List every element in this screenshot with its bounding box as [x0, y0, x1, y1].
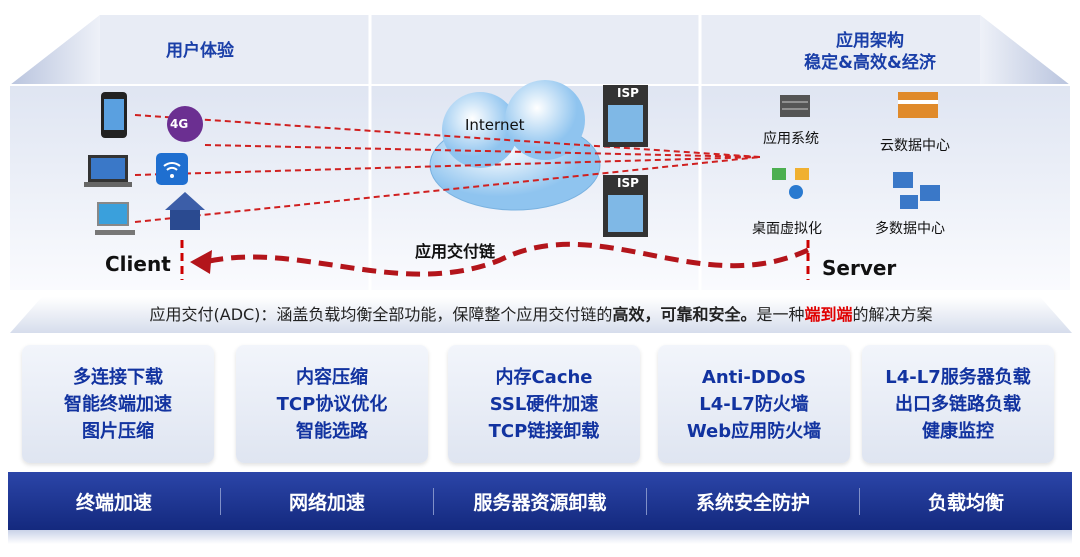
isp-icon-2: [603, 175, 648, 237]
client-label: Client: [105, 252, 171, 276]
4g-icon: [167, 106, 203, 142]
feature-card-loadbalance: L4-L7服务器负载出口多链路负载健康监控: [862, 345, 1054, 463]
delivery-arrow: [204, 241, 810, 277]
category-bar: 终端加速 网络加速 服务器资源卸载 系统安全防护 负载均衡: [8, 472, 1072, 530]
phone-icon: [101, 92, 127, 138]
app-system-label: 应用系统: [763, 131, 819, 147]
user-experience-title: 用户体验: [166, 41, 234, 61]
desktop-icon: [95, 202, 135, 235]
isp-icon-1: [603, 85, 648, 147]
server-icon: [780, 95, 810, 117]
card-line: 多连接下载: [73, 366, 163, 388]
home-router-icon: [165, 192, 205, 230]
adc-bold: 高效，可靠和安全。: [612, 305, 757, 324]
card-line: L4-L7服务器负载: [885, 366, 1031, 388]
dashed-links: [134, 114, 761, 223]
app-architecture-title: 应用架构稳定&高效&经济: [770, 30, 970, 74]
desktop-virt-label: 桌面虚拟化: [752, 221, 822, 237]
app-arch-line1: 应用架构: [836, 31, 904, 51]
adc-prefix: 应用交付(ADC)：涵盖负载均衡全部功能，保障整个应用交付链的: [149, 305, 613, 324]
category-security: 系统安全防护: [647, 487, 860, 515]
category-loadbalance: 负载均衡: [927, 491, 1004, 514]
card-line: L4-L7防火墙: [699, 393, 809, 415]
multi-datacenter-icon: [893, 172, 940, 209]
feature-card-network: 内容压缩 TCP协议优化智能选路: [236, 345, 428, 463]
card-line: TCP协议优化: [276, 393, 388, 415]
card-line: Web应用防火墙: [686, 420, 822, 442]
card-line: 内存Cache: [495, 366, 593, 388]
card-line: Anti-DDoS: [701, 366, 807, 388]
cloud-datacenter-icon: [898, 92, 938, 118]
card-line: TCP链接卸载: [488, 420, 600, 442]
card-line: 健康监控: [922, 420, 994, 442]
adc-mid: 是一种: [756, 305, 805, 324]
desktop-virtualization-icon: [772, 168, 809, 199]
internet-label: Internet: [465, 116, 525, 134]
delivery-chain-label: 应用交付链: [415, 242, 496, 261]
multi-dc-label: 多数据中心: [875, 221, 945, 237]
category-terminal: 终端加速: [8, 487, 221, 515]
feature-card-terminal: 多连接下载智能终端加速图片压缩: [22, 345, 214, 463]
card-line: 出口多链路负载: [895, 393, 1021, 415]
card-line: 智能终端加速: [64, 393, 172, 415]
card-line: 智能选路: [296, 420, 368, 442]
category-offload: 服务器资源卸载: [434, 487, 647, 515]
adc-red: 端到端: [804, 305, 853, 324]
room-background: [10, 15, 1070, 290]
bar-reflection: [8, 530, 1072, 544]
adc-suffix: 的解决方案: [852, 305, 933, 324]
category-network: 网络加速: [221, 487, 434, 515]
card-line: SSL硬件加速: [489, 393, 599, 415]
cloud-dc-label: 云数据中心: [880, 138, 950, 154]
isp-label-1: ISP: [617, 86, 639, 100]
4g-badge: 4G: [170, 117, 189, 131]
laptop-icon: [84, 155, 132, 187]
wifi-icon: [156, 153, 188, 185]
feature-card-security: Anti-DDoS L4-L7防火墙 Web应用防火墙: [658, 345, 850, 463]
card-line: 内容压缩: [296, 366, 368, 388]
adc-description: 应用交付(ADC)：涵盖负载均衡全部功能，保障整个应用交付链的高效，可靠和安全。…: [10, 297, 1072, 333]
isp-label-2: ISP: [617, 176, 639, 190]
card-line: 图片压缩: [82, 420, 154, 442]
server-label: Server: [822, 256, 897, 280]
app-arch-line2: 稳定&高效&经济: [804, 53, 936, 73]
